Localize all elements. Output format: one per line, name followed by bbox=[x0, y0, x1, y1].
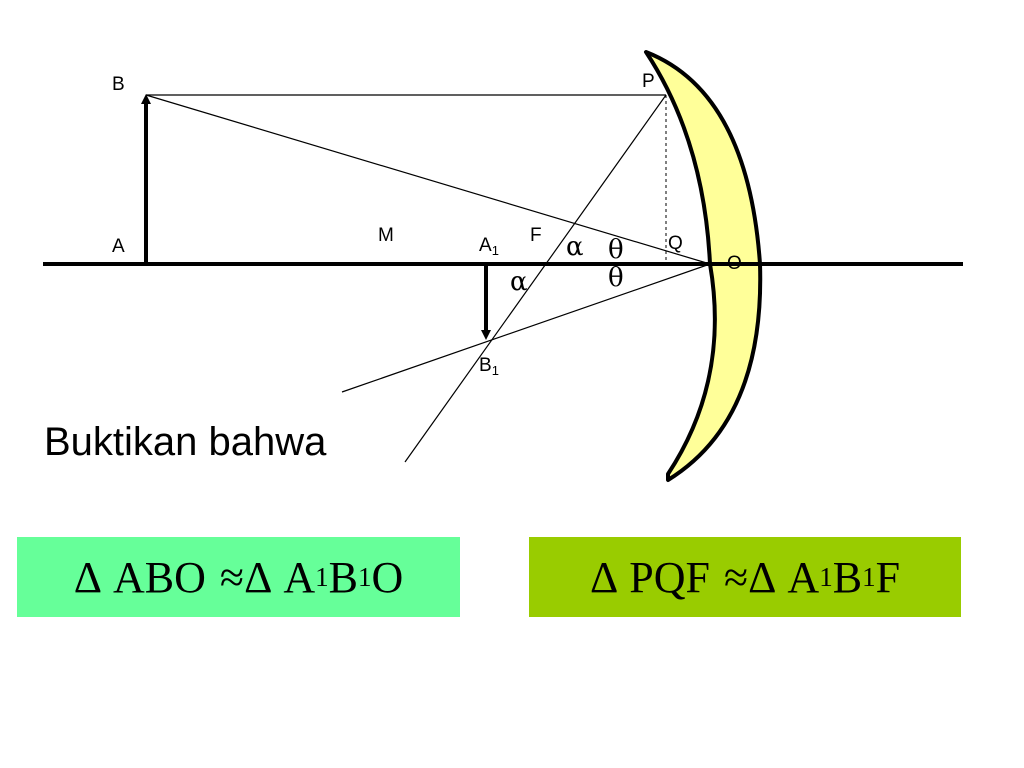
subscript: 1 bbox=[315, 561, 329, 592]
ray-p-through-f bbox=[404, 94, 667, 463]
concave-mirror bbox=[644, 50, 763, 482]
triangle-left: ABO bbox=[113, 552, 206, 602]
vertex-o: O bbox=[371, 552, 404, 602]
approx-symbol: ≈ bbox=[219, 552, 245, 602]
vertex-f: F bbox=[875, 552, 901, 602]
ray-b-to-o bbox=[145, 94, 711, 265]
vertex-b1: B bbox=[832, 552, 863, 602]
label-m: M bbox=[378, 225, 394, 246]
label-q: Q bbox=[668, 233, 683, 254]
label-f: F bbox=[530, 225, 542, 246]
subscript: 1 bbox=[819, 561, 833, 592]
subscript: 1 bbox=[862, 561, 876, 592]
approx-symbol: ≈ bbox=[723, 552, 749, 602]
angle-theta-upper: θ bbox=[608, 235, 624, 265]
vertex-b1: B bbox=[328, 552, 358, 602]
label-a: A bbox=[112, 236, 125, 257]
label-p: P bbox=[642, 71, 655, 92]
label-o: O bbox=[727, 253, 742, 274]
delta-symbol: Δ bbox=[73, 552, 102, 602]
angle-alpha-lower: α bbox=[510, 267, 528, 297]
delta-symbol: Δ bbox=[748, 552, 777, 602]
angle-alpha-upper: α bbox=[566, 232, 584, 262]
vertex-a1: A bbox=[283, 552, 316, 602]
subscript: 1 bbox=[358, 561, 372, 592]
prompt-text: Buktikan bahwa bbox=[44, 420, 327, 464]
delta-symbol: Δ bbox=[589, 552, 619, 602]
label-a1: A1 bbox=[479, 235, 499, 258]
angle-theta-lower: θ bbox=[608, 263, 624, 293]
delta-symbol: Δ bbox=[244, 552, 273, 602]
vertex-a1: A bbox=[787, 552, 820, 602]
ray-o-through-b1 bbox=[341, 263, 711, 393]
label-b: B bbox=[112, 74, 125, 95]
label-b1: B1 bbox=[479, 355, 499, 378]
triangle-left: PQF bbox=[629, 552, 710, 602]
